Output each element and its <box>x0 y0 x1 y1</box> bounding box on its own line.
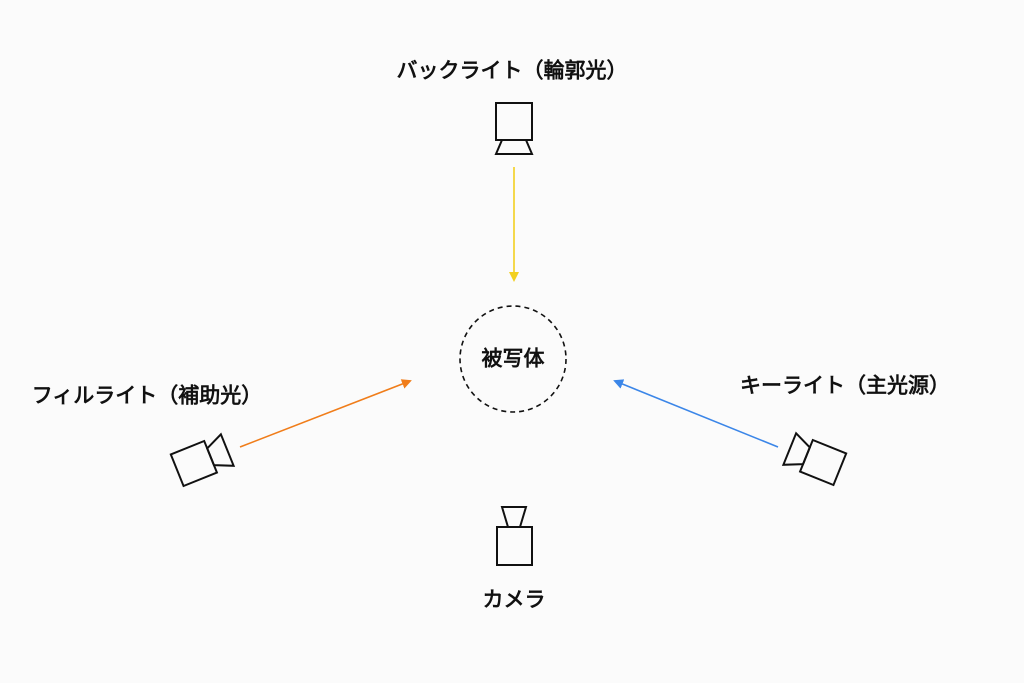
fill-light-icon <box>169 432 236 488</box>
camera-icon <box>496 506 533 566</box>
back-light-label: バックライト（輪郭光） <box>396 58 628 83</box>
subject-label: 被写体 <box>481 346 545 371</box>
fill-light-arrow <box>239 379 412 448</box>
key-light-arrow <box>613 379 779 448</box>
subject-circle <box>459 305 567 413</box>
fill-light-label: フィルライト（補助光） <box>31 383 263 408</box>
back-light-icon <box>494 102 534 155</box>
key-light-label: キーライト（主光源） <box>740 373 950 398</box>
camera-label: カメラ <box>482 587 546 612</box>
key-light-icon <box>781 431 848 487</box>
